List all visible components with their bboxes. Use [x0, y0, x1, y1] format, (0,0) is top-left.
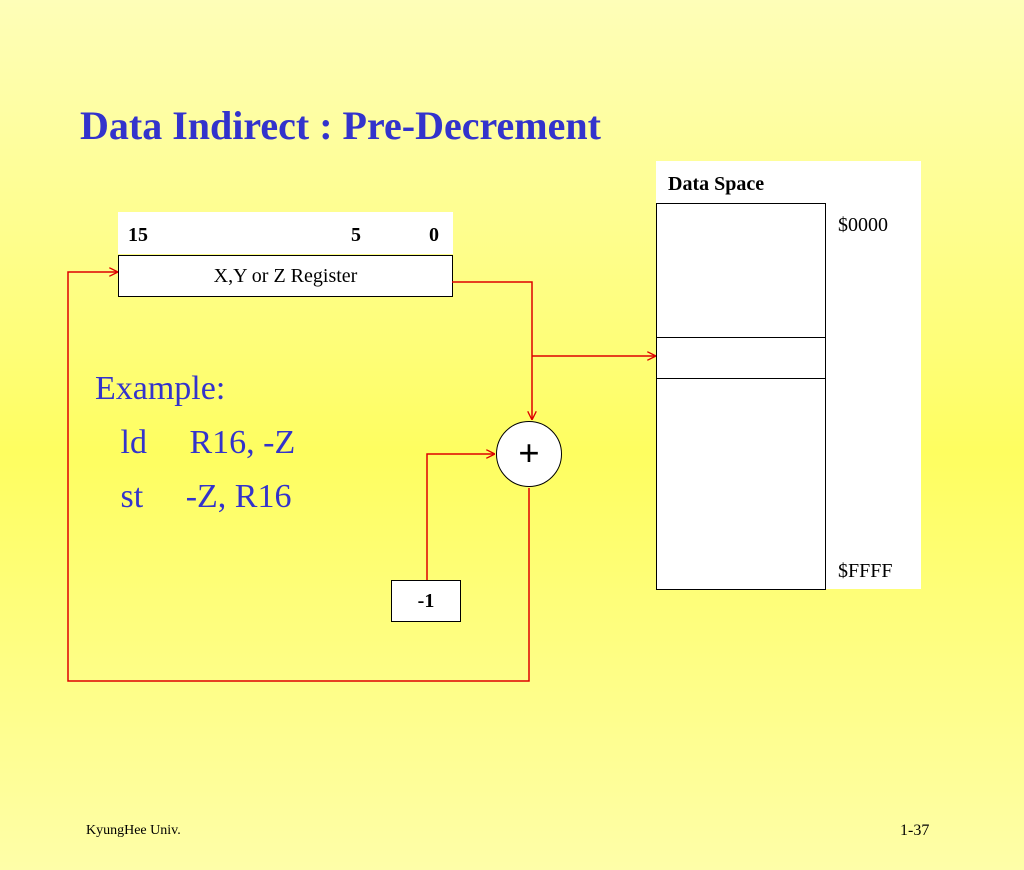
example-line-1-op: ld — [120, 424, 147, 461]
bit-5-label: 5 — [351, 224, 361, 246]
memory-target-cell — [656, 337, 826, 379]
adder-circle: + — [496, 421, 562, 487]
example-line-2-args: -Z, R16 — [185, 478, 292, 515]
end-address-label: $FFFF — [838, 560, 893, 582]
adder-feedback-wire — [67, 272, 530, 682]
footer-university: KyungHee Univ. — [86, 823, 181, 838]
decrement-constant-box: -1 — [391, 580, 461, 622]
decrement-to-adder-wire — [426, 454, 494, 580]
memory-region-lower — [656, 378, 826, 590]
example-heading: Example: — [95, 370, 226, 407]
bit-15-label: 15 — [128, 224, 148, 246]
example-block: Example: ld R16, -Z st -Z, R16 — [95, 362, 295, 524]
pointer-register: X,Y or Z Register — [118, 255, 453, 297]
register-bit-labels: 15 5 0 — [118, 212, 453, 254]
start-address-label: $0000 — [838, 214, 888, 236]
page-title: Data Indirect : Pre-Decrement — [80, 103, 601, 148]
register-to-adder-wire — [452, 281, 532, 419]
example-line-1-args: R16, -Z — [189, 424, 296, 461]
data-space-title: Data Space — [668, 173, 765, 195]
footer-page-number: 1-37 — [900, 822, 930, 839]
example-line-2-op: st — [120, 478, 144, 515]
bit-0-label: 0 — [429, 224, 439, 246]
